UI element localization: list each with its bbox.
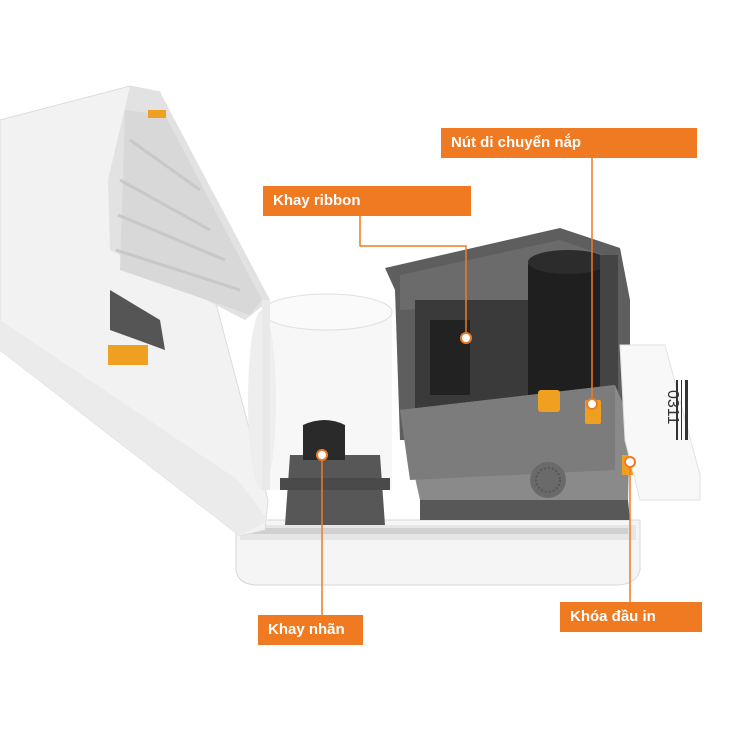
printer-base	[235, 519, 641, 586]
callout-lines	[321, 158, 631, 615]
callout-label-tray: Khay nhãn	[258, 615, 363, 645]
label-strip-text: 0311	[664, 390, 681, 425]
callout-markers	[316, 332, 636, 468]
lid-latch	[108, 345, 148, 365]
ribbon-roll	[528, 258, 608, 408]
callout-lid-button: Nút di chuyển nắp	[441, 128, 697, 158]
printed-label: 0311	[619, 344, 701, 501]
label-holder	[280, 420, 390, 525]
ribbon-mechanism	[385, 228, 630, 440]
callout-head-lock: Khóa đầu in	[560, 602, 702, 632]
orange-tab	[538, 390, 560, 412]
callout-ribbon-tray: Khay ribbon	[263, 186, 471, 216]
print-head-block	[400, 385, 636, 520]
open-lid	[0, 85, 270, 537]
